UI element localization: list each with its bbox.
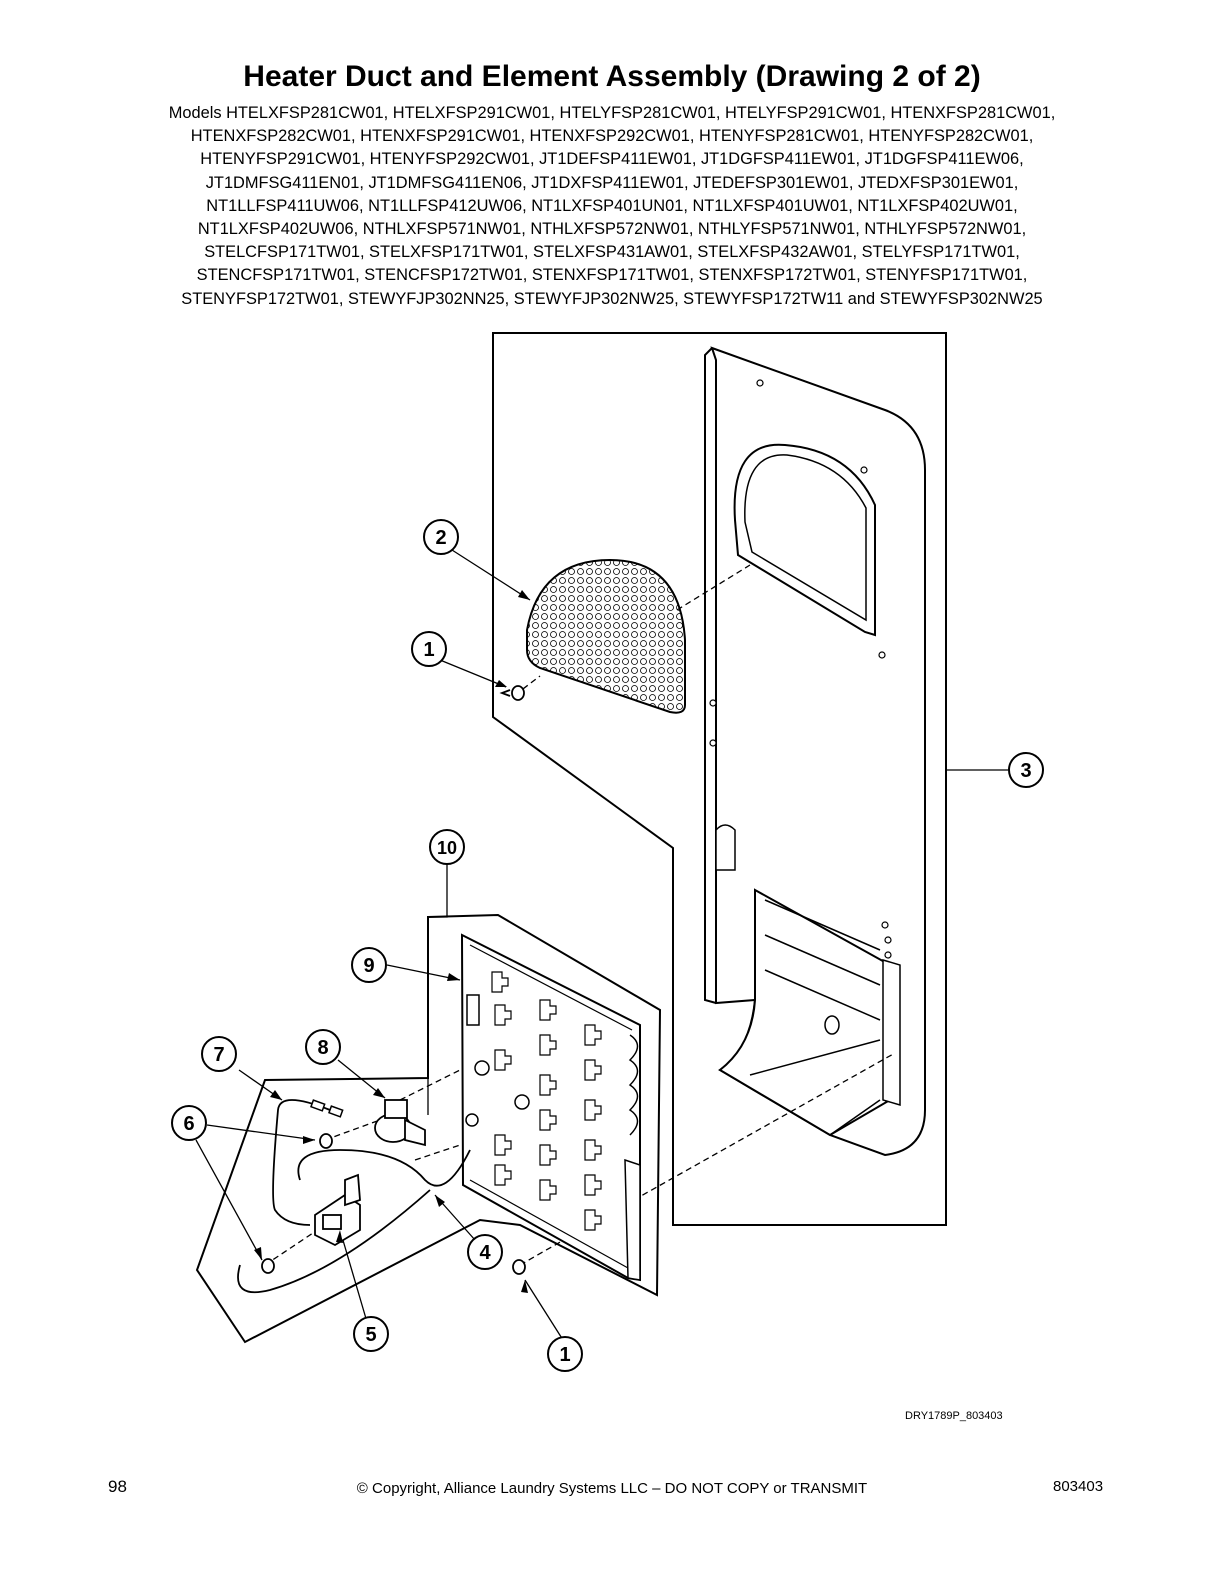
callout-circle	[429, 829, 465, 865]
callout-labels: 2 1 3 10 9 7 8 6 4 5 1	[183, 527, 1031, 1366]
callout-6: 6	[183, 1113, 194, 1135]
callout-9: 9	[363, 955, 374, 977]
models-line: HTENXFSP282CW01, HTENXFSP291CW01, HTENXF…	[190, 127, 1034, 146]
callout-circle	[305, 1029, 341, 1065]
callout-1: 1	[423, 639, 434, 661]
copyright-notice: © Copyright, Alliance Laundry Systems LL…	[356, 1480, 868, 1497]
models-list: Models HTELXFSP281CW01, HTELXFSP291CW01,…	[100, 102, 1124, 311]
document-number: 803403	[1053, 1478, 1104, 1495]
models-line: STENYFSP172TW01, STEWYFJP302NN25, STEWYF…	[181, 289, 1043, 308]
callout-circle	[1008, 752, 1044, 788]
callout-5: 5	[365, 1324, 376, 1346]
page-number: 98	[108, 1477, 127, 1496]
callout-8: 8	[317, 1037, 328, 1059]
wire-harness	[237, 1099, 471, 1294]
models-line: NT1LLFSP411UW06, NT1LLFSP412UW06, NT1LXF…	[206, 196, 1018, 215]
mesh-screen	[526, 558, 686, 714]
callout-circle	[467, 1234, 503, 1270]
callout-circle	[171, 1105, 207, 1141]
models-line: Models HTELXFSP281CW01, HTELXFSP291CW01,…	[168, 104, 1056, 122]
callout-4: 4	[479, 1242, 491, 1264]
callout-circle	[353, 1316, 389, 1352]
callout-2: 2	[435, 527, 446, 549]
heater-duct	[704, 346, 926, 1157]
models-line: HTENYFSP291CW01, HTENYFSP292CW01, JT1DEF…	[200, 150, 1024, 169]
callout-circle	[423, 519, 459, 555]
drawing-reference: DRY1789P_803403	[905, 1410, 1003, 1422]
thermal-cutoff	[314, 1173, 361, 1247]
duct-group-outline	[492, 332, 947, 1226]
page-title: Heater Duct and Element Assembly (Drawin…	[243, 60, 981, 93]
callout-circle	[411, 631, 447, 667]
arrow-heads	[254, 590, 530, 1293]
wire-connectors	[310, 1099, 344, 1118]
screws	[261, 685, 526, 1275]
models-line: STELCFSP171TW01, STELXFSP171TW01, STELXF…	[204, 243, 1020, 262]
models-line: NT1LXFSP402UW06, NTHLXFSP571NW01, NTHLXF…	[197, 220, 1027, 239]
heater-element-plate	[460, 933, 641, 1282]
models-line: JT1DMFSG411EN01, JT1DMFSG411EN06, JT1DXF…	[205, 173, 1019, 192]
callout-1: 1	[559, 1344, 570, 1366]
callout-10: 10	[437, 838, 457, 858]
models-line: STENCFSP171TW01, STENCFSP172TW01, STENXF…	[196, 266, 1028, 285]
thermostat	[374, 1099, 426, 1147]
element-assembly-outline	[195, 913, 662, 1344]
callouts	[171, 519, 1044, 1372]
callout-3: 3	[1020, 760, 1031, 782]
callout-circle	[351, 947, 387, 983]
callout-7: 7	[213, 1044, 224, 1066]
callout-circle	[201, 1036, 237, 1072]
callout-circle	[547, 1336, 583, 1372]
